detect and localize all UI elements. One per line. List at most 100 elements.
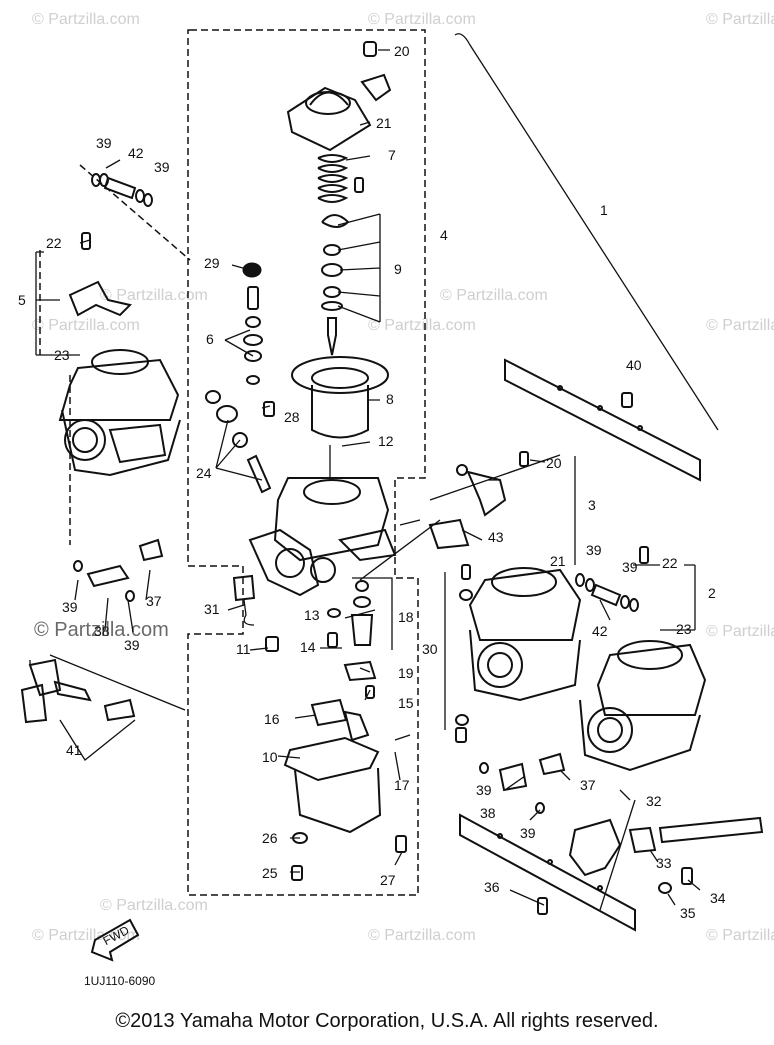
callout-14: 14 [300, 639, 316, 655]
callout-7: 7 [388, 147, 396, 163]
jet-set [243, 286, 263, 385]
watermark: © Partzilla.com [706, 927, 774, 944]
callout-9: 9 [394, 261, 402, 277]
linkage-bracket [456, 464, 507, 517]
watermark: © Partzilla.com [368, 11, 476, 28]
watermark: © Partzilla.com [440, 287, 548, 304]
callout-39: 39 [622, 559, 638, 575]
sensor [232, 574, 256, 626]
leader-lines [29, 49, 701, 911]
leader-line [352, 577, 393, 650]
diaphragm-piston [291, 356, 389, 439]
spring [317, 154, 349, 203]
callout-25: 25 [262, 865, 278, 881]
right-carburetor-rear [579, 640, 707, 772]
callout-32: 32 [646, 793, 662, 809]
watermark: © Partzilla.com [368, 317, 476, 334]
leader-line [359, 454, 561, 581]
callout-37: 37 [146, 593, 162, 609]
callout-1: 1 [600, 202, 608, 218]
callout-39: 39 [520, 825, 536, 841]
watermark: © Partzilla.com [100, 287, 208, 304]
callout-33: 33 [656, 855, 672, 871]
jet-set [327, 580, 377, 699]
callout-19: 19 [398, 665, 414, 681]
screw [621, 392, 633, 408]
copyright-notice: ©2013 Yamaha Motor Corporation, U.S.A. A… [115, 1010, 659, 1032]
callout-17: 17 [394, 777, 410, 793]
screw [81, 232, 91, 250]
watermark: © Partzilla.com [368, 927, 476, 944]
callout-38: 38 [480, 805, 496, 821]
carburetor-top-cap [286, 41, 392, 152]
callout-10: 10 [262, 749, 278, 765]
watermark: © Partzilla.com [34, 619, 169, 641]
needle-set [321, 214, 350, 356]
joint-pipe-set [479, 752, 566, 814]
lower-mounting-plate [459, 813, 636, 932]
callout-5: 5 [18, 292, 26, 308]
joint-pipe [428, 518, 470, 550]
watermark: © Partzilla.com [706, 623, 774, 640]
float-bowl [283, 698, 411, 834]
callout-16: 16 [264, 711, 280, 727]
throttle-shaft [575, 573, 639, 612]
cap [242, 262, 262, 278]
callout-23: 23 [676, 621, 692, 637]
mounting-plate [504, 358, 701, 482]
screw [354, 177, 364, 193]
callout-6: 6 [206, 331, 214, 347]
callout-20: 20 [546, 455, 562, 471]
callout-38: 38 [94, 623, 110, 639]
callout-13: 13 [304, 607, 320, 623]
plug [265, 636, 279, 652]
callout-8: 8 [386, 391, 394, 407]
callout-18: 18 [398, 609, 414, 625]
watermark: © Partzilla.com [32, 927, 140, 944]
callout-39: 39 [96, 135, 112, 151]
callout-29: 29 [204, 255, 220, 271]
screw [395, 835, 407, 853]
callout-12: 12 [378, 433, 394, 449]
joint-pipe-set [73, 538, 164, 602]
linkage-assembly [20, 658, 136, 724]
callout-36: 36 [484, 879, 500, 895]
callout-27: 27 [380, 872, 396, 888]
callout-21: 21 [550, 553, 566, 569]
callout-39: 39 [154, 159, 170, 175]
callout-28: 28 [284, 409, 300, 425]
throttle-shaft [91, 173, 153, 207]
callout-39: 39 [62, 599, 78, 615]
callout-34: 34 [710, 890, 726, 906]
callout-41: 41 [66, 742, 82, 758]
jet-set [455, 564, 473, 743]
throttle-lever [537, 816, 764, 915]
callout-43: 43 [488, 529, 504, 545]
screw [291, 865, 303, 881]
callout-11: 11 [236, 641, 251, 657]
callout-22: 22 [46, 235, 62, 251]
center-carb-body [248, 477, 397, 597]
left-carburetor [58, 349, 181, 477]
callout-39: 39 [124, 637, 140, 653]
watermark: © Partzilla.com [32, 317, 140, 334]
callout-37: 37 [580, 777, 596, 793]
callout-3: 3 [588, 497, 596, 513]
callout-4: 4 [440, 227, 448, 243]
callout-23: 23 [54, 347, 70, 363]
callout-42: 42 [128, 145, 144, 161]
callout-39: 39 [476, 782, 492, 798]
left-carb-boundary [39, 164, 191, 545]
callout-20: 20 [394, 43, 410, 59]
leader-line [49, 654, 186, 761]
right-carburetor-front [468, 567, 582, 702]
watermark: © Partzilla.com [706, 11, 774, 28]
callout-39: 39 [586, 542, 602, 558]
assembly-boundary [187, 29, 426, 896]
callout-42: 42 [592, 623, 608, 639]
callout-31: 31 [204, 601, 220, 617]
watermark: © Partzilla.com [100, 897, 208, 914]
callout-24: 24 [196, 465, 212, 481]
watermark: © Partzilla.com [32, 11, 140, 28]
